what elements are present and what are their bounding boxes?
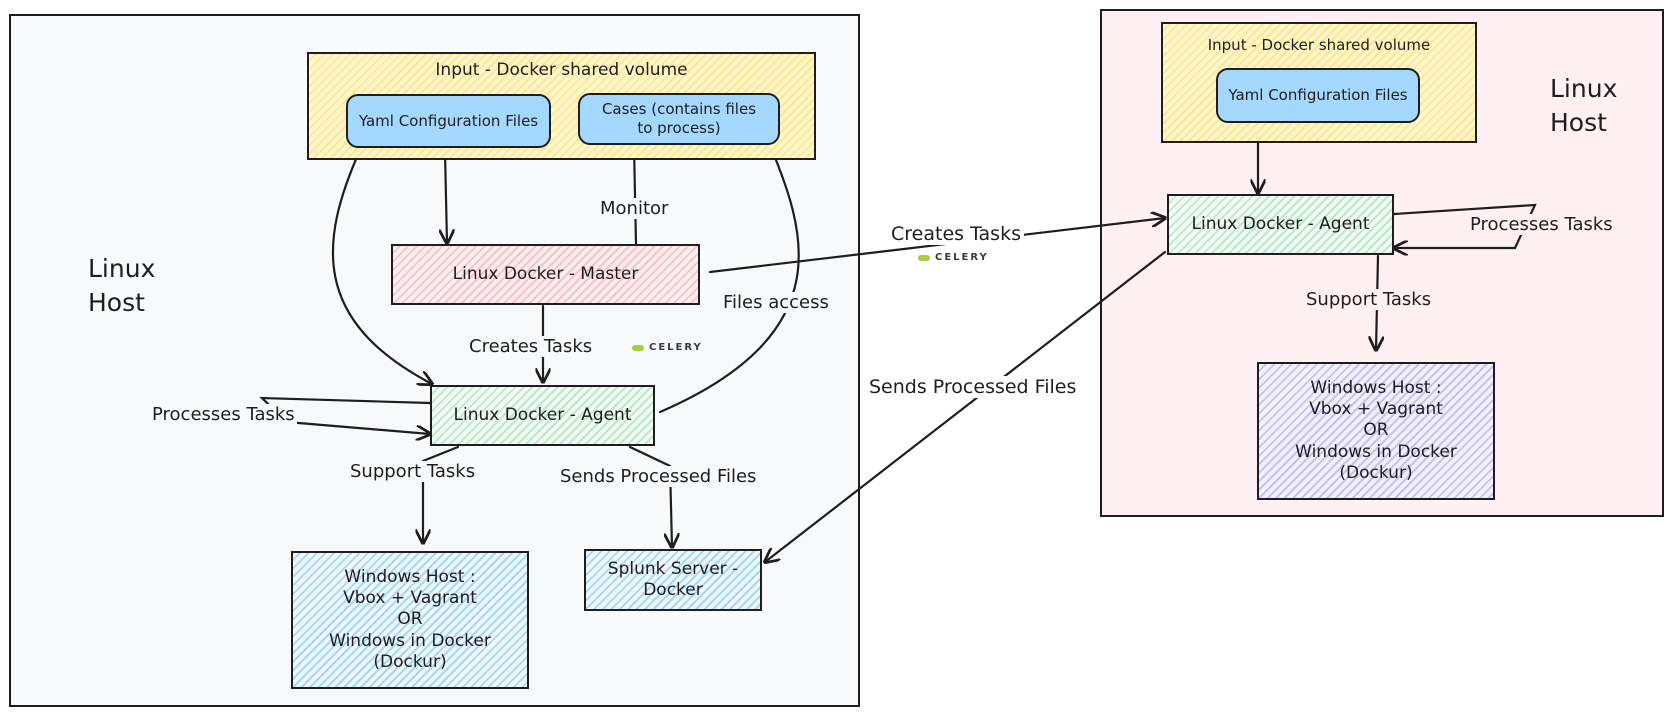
arrow-agent-to-splunk (628, 445, 672, 547)
label-sends-processed-files-cross: Sends Processed Files (866, 376, 1080, 398)
label-processes-tasks-left: Processes Tasks (150, 404, 297, 425)
celery-logo-left: CELERY (632, 342, 703, 353)
right-yaml-config-box: Yaml Configuration Files (1216, 68, 1420, 123)
left-agent-box: Linux Docker - Agent (430, 385, 655, 446)
label-support-tasks-right: Support Tasks (1304, 289, 1434, 310)
right-windows-host-box: Windows Host : Vbox + Vagrant OR Windows… (1257, 362, 1495, 500)
label-support-tasks-left: Support Tasks (348, 461, 478, 482)
right-input-volume-title: Input - Docker shared volume (1207, 36, 1431, 54)
arrow-yaml-to-agent (331, 148, 432, 384)
label-creates-tasks-left: Creates Tasks (467, 336, 595, 357)
label-files-access: Files access (721, 292, 831, 313)
splunk-server-box: Splunk Server - Docker (584, 549, 762, 611)
arrow-agent-files-access-cases (658, 140, 800, 414)
left-yaml-config-box: Yaml Configuration Files (346, 94, 551, 148)
arrow-master-monitor-cases (634, 146, 636, 246)
right-agent-box: Linux Docker - Agent (1167, 194, 1394, 255)
label-creates-tasks-cross: Creates Tasks (888, 223, 1024, 245)
celery-icon (632, 344, 644, 351)
celery-logo-cross: CELERY (918, 252, 989, 263)
celery-text: CELERY (649, 342, 703, 353)
left-input-volume-title: Input - Docker shared volume (435, 60, 688, 80)
left-master-box: Linux Docker - Master (391, 244, 700, 305)
label-sends-processed-files-left: Sends Processed Files (558, 466, 759, 487)
right-host-label: Linux Host (1550, 74, 1618, 137)
arrow-yaml-to-master (445, 150, 447, 243)
left-windows-host-box: Windows Host : Vbox + Vagrant OR Windows… (291, 551, 529, 689)
celery-icon (918, 254, 930, 261)
left-host-label: Linux Host (88, 254, 156, 317)
label-processes-tasks-right: Processes Tasks (1468, 214, 1615, 235)
label-monitor: Monitor (598, 198, 671, 219)
arrow-remote-agent-to-splunk (765, 250, 1167, 562)
left-cases-box: Cases (contains files to process) (578, 93, 780, 145)
celery-text: CELERY (935, 252, 989, 263)
arrow-master-to-remote-agent (708, 218, 1165, 274)
